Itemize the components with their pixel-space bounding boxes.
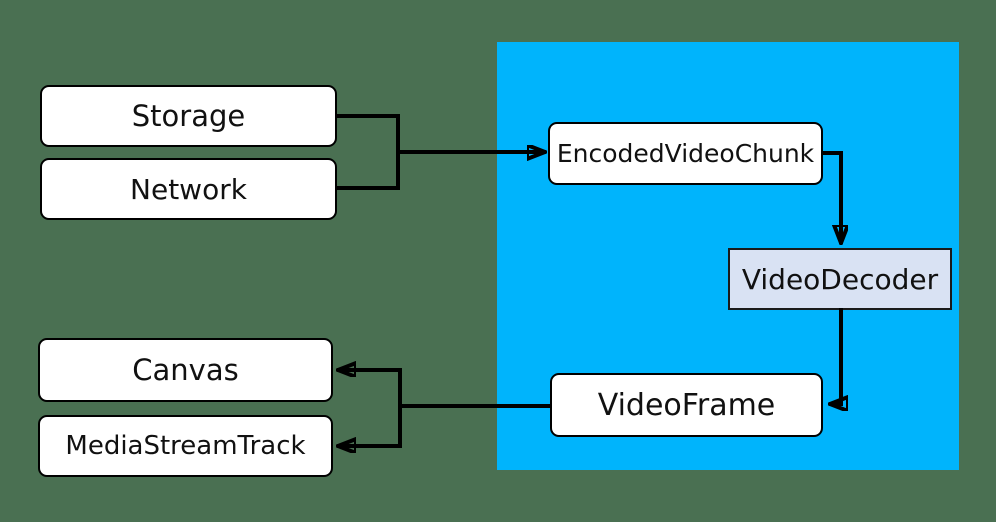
node-encodedvideochunk-label: EncodedVideoChunk	[556, 139, 815, 168]
node-network: Network	[40, 158, 337, 220]
node-videodecoder-label: VideoDecoder	[741, 262, 939, 296]
node-canvas: Canvas	[38, 338, 333, 402]
node-storage: Storage	[40, 85, 337, 147]
node-videoframe-label: VideoFrame	[597, 387, 776, 423]
node-videoframe: VideoFrame	[550, 373, 823, 437]
node-encodedvideochunk: EncodedVideoChunk	[548, 122, 823, 185]
node-videodecoder: VideoDecoder	[728, 248, 952, 310]
node-mediastreamtrack: MediaStreamTrack	[38, 415, 333, 477]
node-mediastreamtrack-label: MediaStreamTrack	[65, 431, 306, 461]
node-canvas-label: Canvas	[132, 353, 239, 387]
edge-storage-network-join	[335, 114, 400, 190]
node-storage-label: Storage	[131, 99, 246, 133]
node-network-label: Network	[130, 172, 247, 206]
